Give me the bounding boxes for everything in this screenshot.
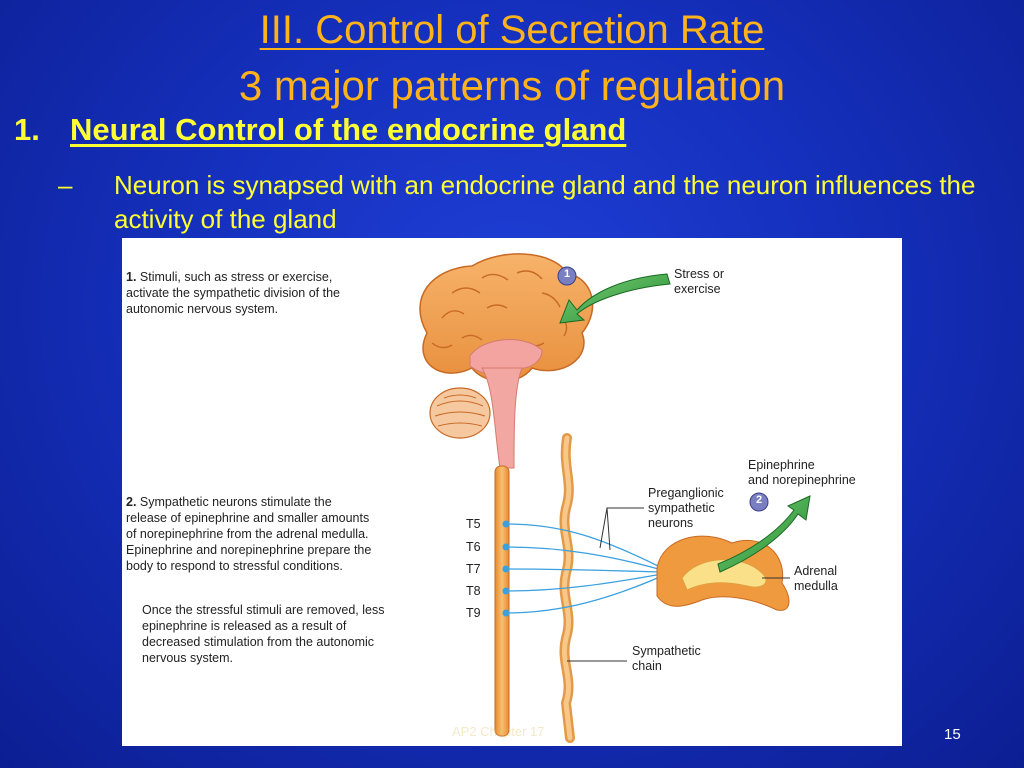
epinephrine-label-line2: and norepinephrine xyxy=(748,473,856,487)
preganglionic-label-line1: Preganglionic xyxy=(648,486,724,500)
t7-label: T7 xyxy=(466,562,481,576)
step2b-caption: Once the stressful stimuli are removed, … xyxy=(142,603,385,665)
preganglionic-label-line3: neurons xyxy=(648,516,694,530)
hormone-arrow xyxy=(717,495,811,573)
stress-label-line1: Stress or xyxy=(674,267,725,281)
slide-title: III. Control of Secretion Rate xyxy=(259,8,765,52)
bullet-item: – Neuron is synapsed with an endocrine g… xyxy=(58,168,978,236)
bullet-text: Neuron is synapsed with an endocrine gla… xyxy=(114,170,976,234)
marker-2-label: 2 xyxy=(755,494,763,506)
chain-label-line1: Sympathetic xyxy=(632,644,701,658)
marker-1 xyxy=(557,266,577,286)
adrenal-gland xyxy=(656,535,790,611)
preganglionic-neurons xyxy=(505,523,663,614)
regulation-figure: 1. Stimuli, such as stress or exercise, … xyxy=(122,238,902,746)
sympathetic-chain xyxy=(559,433,575,743)
epinephrine-label-line1: Epinephrine xyxy=(748,458,815,472)
preganglionic-label: Preganglionic sympathetic neurons xyxy=(648,486,724,531)
t5-dot xyxy=(502,520,510,528)
t8-dot xyxy=(502,587,510,595)
stress-arrow xyxy=(559,273,671,324)
heading-number: 1. xyxy=(14,112,40,147)
t8-label: T8 xyxy=(466,584,481,598)
spinal-cord xyxy=(494,465,510,737)
adrenal-label-line2: medulla xyxy=(794,579,838,593)
marker-2 xyxy=(749,492,769,512)
t7-dot xyxy=(502,565,510,573)
adrenal-label: Adrenal medulla xyxy=(794,564,838,594)
heading-text: Neural Control of the endocrine gland xyxy=(70,112,627,147)
step2-number: 2. xyxy=(126,495,137,509)
stress-label: Stress or exercise xyxy=(674,267,724,297)
bullet-dash: – xyxy=(58,170,73,200)
step1-text: Stimuli, such as stress or exercise, act… xyxy=(126,270,341,316)
chain-label-line2: chain xyxy=(632,659,662,673)
adrenal-label-line1: Adrenal xyxy=(794,564,838,578)
stress-label-line2: exercise xyxy=(674,282,721,296)
step1-caption: 1. Stimuli, such as stress or exercise, … xyxy=(126,269,366,317)
t6-label: T6 xyxy=(466,540,481,554)
page-number: 15 xyxy=(944,726,961,743)
slide-footer: AP2 Chapter 17 xyxy=(452,724,545,739)
t9-dot xyxy=(502,609,510,617)
step1-number: 1. xyxy=(126,270,137,284)
brain xyxy=(419,253,594,469)
marker-1-label: 1 xyxy=(563,268,571,280)
section-heading: 1. Neural Control of the endocrine gland xyxy=(14,112,626,148)
chain-label: Sympathetic chain xyxy=(632,644,701,674)
step2-caption: 2. Sympathetic neurons stimulate the rel… xyxy=(126,494,376,574)
t6-dot xyxy=(502,543,510,551)
step2-text: Sympathetic neurons stimulate the releas… xyxy=(126,495,372,573)
preganglionic-label-line2: sympathetic xyxy=(648,501,715,515)
slide-subtitle: 3 major patterns of regulation xyxy=(238,62,786,109)
t9-label: T9 xyxy=(466,606,481,620)
t5-label: T5 xyxy=(466,517,481,531)
epinephrine-label: Epinephrine and norepinephrine xyxy=(748,458,856,488)
diagram-graphic xyxy=(419,253,811,743)
